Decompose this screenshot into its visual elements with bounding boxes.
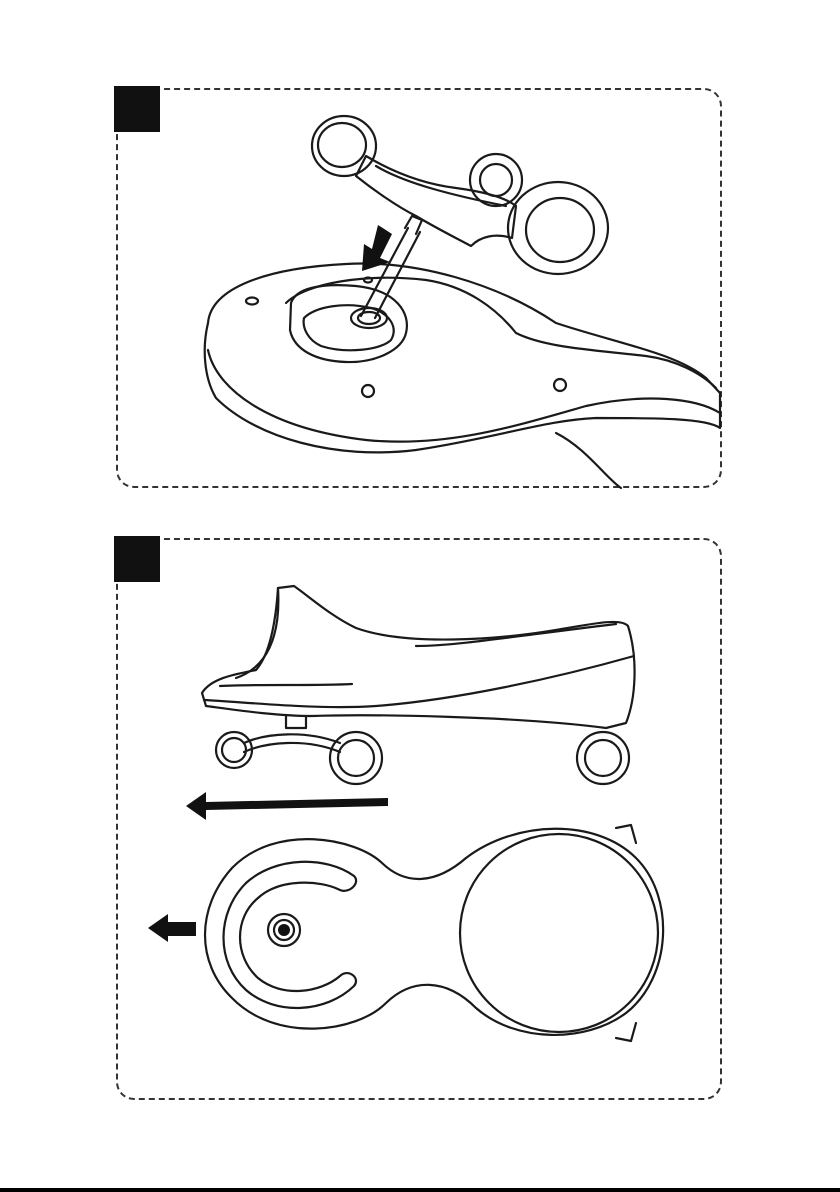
page-bottom-rule xyxy=(0,1188,840,1192)
wheel xyxy=(470,154,522,206)
arrow-left-short-icon xyxy=(148,914,196,942)
body-hole xyxy=(554,379,566,391)
steering-assembly-illustration xyxy=(116,88,722,488)
car-views-illustration xyxy=(116,538,722,1100)
car-body-shell xyxy=(205,264,720,453)
seat-circle xyxy=(460,834,658,1032)
step-panel-1 xyxy=(116,88,722,488)
arrow-left-long-icon xyxy=(186,792,388,820)
car-side-body xyxy=(202,586,635,728)
body-hole xyxy=(246,298,258,305)
step-panel-2 xyxy=(116,538,722,1100)
steering-hub-dot xyxy=(278,924,290,936)
steering-shaft xyxy=(361,228,420,318)
body-hole xyxy=(362,385,374,397)
